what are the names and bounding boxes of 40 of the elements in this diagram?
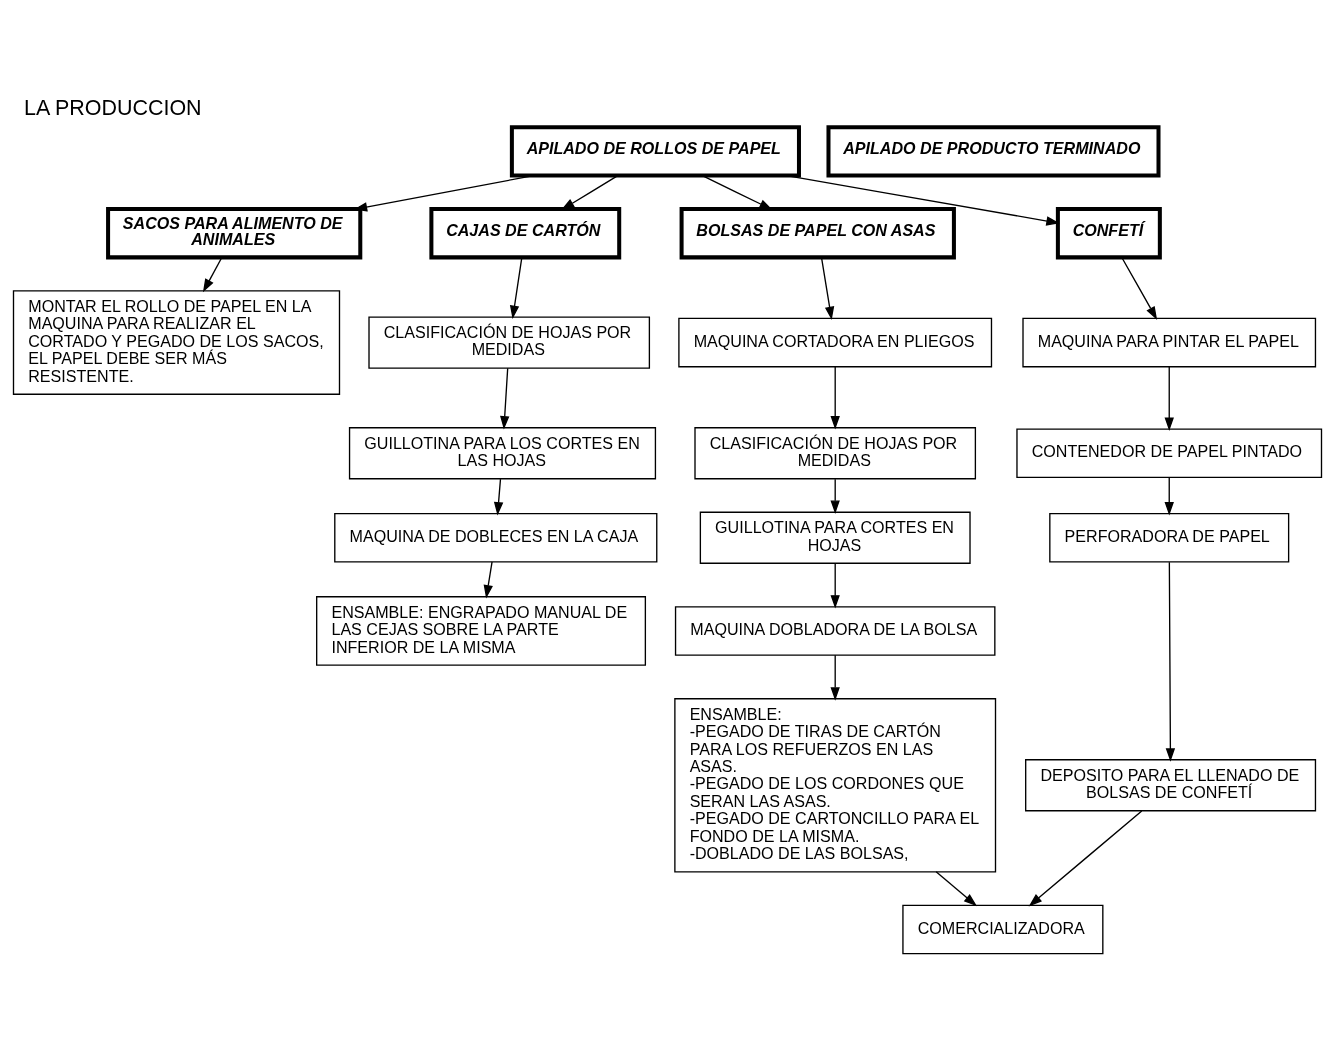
arrow [561,174,619,210]
arrow [830,562,840,609]
node-box: APILADO DE PRODUCTO TERMINADO [826,124,1161,178]
arrow [830,477,840,514]
arrow [202,256,223,292]
node-box: APILADO DE ROLLOS DE PAPEL [509,124,801,178]
arrow [1164,476,1174,515]
node-box: CLASIFICACIÓN DE HOJAS POR MEDIDAS [368,315,651,369]
node-box: MAQUINA PARA PINTAR EL PAPEL [1022,317,1317,367]
arrow [701,174,773,210]
node-box: CLASIFICACIÓN DE HOJAS POR MEDIDAS [694,426,977,479]
node-box: BOLSAS DE PAPEL CON ASAS [679,206,956,259]
arrow [1121,256,1158,320]
arrow [830,365,840,430]
arrow [830,654,840,701]
arrow [483,560,493,599]
node-box: CAJAS DE CARTÓN [429,206,622,259]
node-box: MAQUINA DE DOBLECES EN LA CAJA [334,512,658,563]
node-box: MAQUINA DOBLADORA DE LA BOLSA [674,605,996,656]
arrow [493,477,504,516]
arrow [1028,809,1143,906]
node-box: GUILLOTINA PARA LOS CORTES EN LAS HOJAS [348,426,657,479]
node-box: SACOS PARA ALIMENTO DE ANIMALES [106,206,363,259]
node-box: DEPOSITO PARA EL LLENADO DE BOLSAS DE CONFETÍ [1025,758,1317,811]
node-box: GUILLOTINA PARA CORTES EN HOJAS [699,511,971,564]
node-box: COMERCIALIZADORA [902,904,1104,954]
arrow [509,256,523,319]
node-box: MONTAR EL ROLLO DE PAPEL EN LA MAQUINA PARA REALIZAR EL CORTADO Y PEGADO DE LOS SACOS, EL PAPEL DEBE SER MÁS RESISTENTE. [12,289,341,395]
arrow [1165,560,1176,762]
node-box: CONTENEDOR DE PAPEL PINTADO [1016,427,1323,478]
diagram-title: LA PRODUCCION [23,95,202,120]
arrow [935,870,978,906]
arrow [820,256,835,320]
node-box: ENSAMBLE: ENGRAPADO MANUAL DE LAS CEJAS SOBRE LA PARTE INFERIOR DE LA MISMA [316,595,647,666]
node-box: PERFORADORA DE PAPEL [1049,512,1290,563]
arrow [500,367,510,430]
node-box: ENSAMBLE: -PEGADO DE TIRAS DE CARTÓN PARA LOS REFUERZOS EN LAS ASAS. -PEGADO DE LOS CORDONES QUE SERAN LAS ASAS. -PEGADO DE CARTONCILLO PARA EL FONDO DE LA MISMA. -DOBLADO DE LAS BOLSAS, [674,697,997,872]
node-box: MAQUINA CORTADORA EN PLIEGOS [678,317,993,367]
node-box: CONFETÍ [1055,206,1162,259]
arrow [1164,365,1174,431]
